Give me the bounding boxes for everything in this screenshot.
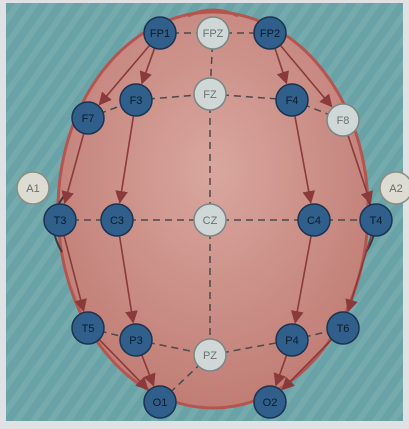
electrode-cz-label: CZ bbox=[203, 215, 218, 227]
electrode-fp2-label: FP2 bbox=[260, 28, 280, 40]
electrode-p4-label: P4 bbox=[285, 335, 298, 347]
electrode-p3-label: P3 bbox=[129, 335, 142, 347]
electrode-fz: FZ bbox=[194, 78, 226, 110]
electrode-t4: T4 bbox=[360, 204, 392, 236]
electrode-pz-label: PZ bbox=[203, 350, 217, 362]
electrode-fpz: FPZ bbox=[197, 17, 229, 49]
electrode-t3: T3 bbox=[44, 204, 76, 236]
electrode-a1: A1 bbox=[17, 172, 49, 204]
electrode-fz-label: FZ bbox=[203, 89, 217, 101]
electrode-fp2: FP2 bbox=[254, 17, 286, 49]
electrode-c3: C3 bbox=[101, 204, 133, 236]
electrode-t5: T5 bbox=[72, 312, 104, 344]
electrode-pz: PZ bbox=[194, 339, 226, 371]
electrode-t5-label: T5 bbox=[82, 323, 95, 335]
electrode-f4: F4 bbox=[276, 84, 308, 116]
electrode-p3: P3 bbox=[120, 324, 152, 356]
electrode-o1: O1 bbox=[144, 386, 176, 418]
electrode-t3-label: T3 bbox=[54, 215, 67, 227]
electrode-f3-label: F3 bbox=[130, 95, 143, 107]
electrode-p4: P4 bbox=[276, 324, 308, 356]
electrode-cz: CZ bbox=[194, 204, 226, 236]
electrode-fp1: FP1 bbox=[144, 17, 176, 49]
electrode-c4-label: C4 bbox=[307, 215, 321, 227]
electrode-o1-label: O1 bbox=[153, 397, 168, 409]
electrode-t4-label: T4 bbox=[370, 215, 383, 227]
electrode-a2-label: A2 bbox=[389, 183, 402, 195]
electrode-f8-label: F8 bbox=[337, 115, 350, 127]
electrode-a1-label: A1 bbox=[26, 183, 39, 195]
electrode-f7-label: F7 bbox=[82, 113, 95, 125]
electrode-o2: O2 bbox=[254, 386, 286, 418]
electrode-t6-label: T6 bbox=[337, 323, 350, 335]
electrode-o2-label: O2 bbox=[263, 397, 278, 409]
electrode-t6: T6 bbox=[327, 312, 359, 344]
electrode-f4-label: F4 bbox=[286, 95, 299, 107]
electrode-a2: A2 bbox=[380, 172, 409, 204]
electrode-fp1-label: FP1 bbox=[150, 28, 170, 40]
electrode-c4: C4 bbox=[298, 204, 330, 236]
electrode-fpz-label: FPZ bbox=[203, 28, 224, 40]
electrode-f7: F7 bbox=[72, 102, 104, 134]
electrode-f8: F8 bbox=[327, 104, 359, 136]
electrode-f3: F3 bbox=[120, 84, 152, 116]
electrode-c3-label: C3 bbox=[110, 215, 124, 227]
